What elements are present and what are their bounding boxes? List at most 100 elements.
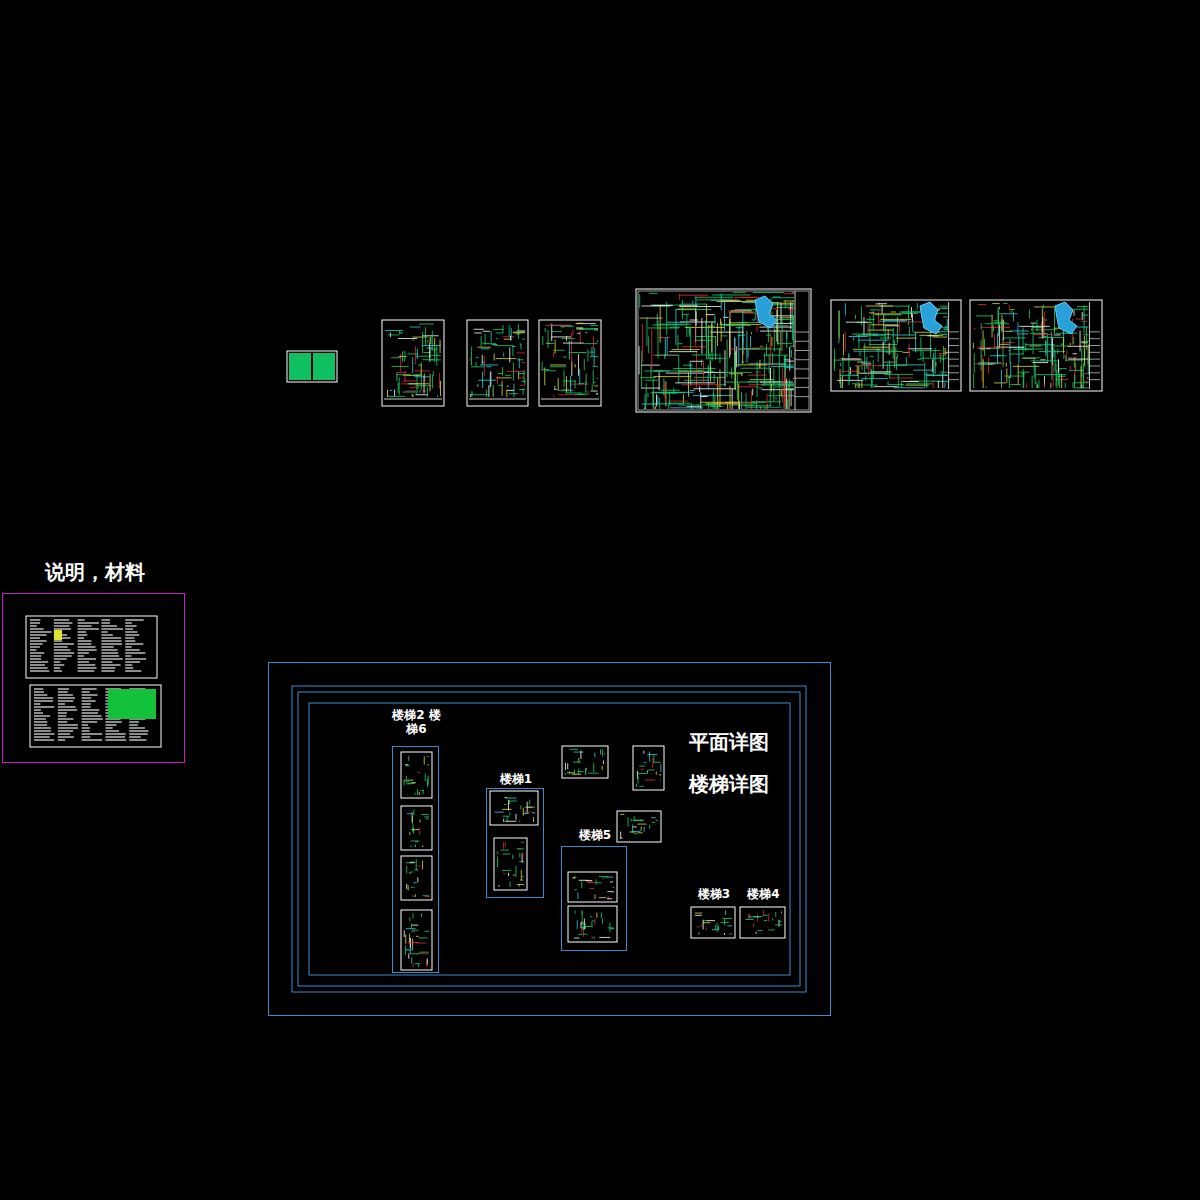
plan-line bbox=[869, 312, 875, 313]
note-line bbox=[125, 661, 140, 662]
plan-line bbox=[601, 913, 602, 918]
note-line bbox=[58, 721, 67, 722]
note-line bbox=[82, 733, 103, 734]
plan-line bbox=[496, 338, 498, 339]
plan-line bbox=[519, 377, 525, 378]
plan-line bbox=[896, 338, 917, 339]
note-line bbox=[58, 712, 67, 713]
plan-line bbox=[888, 329, 889, 339]
note-line bbox=[101, 622, 110, 623]
plan-line bbox=[1074, 374, 1075, 388]
plan-line bbox=[522, 339, 525, 340]
plan-line bbox=[523, 370, 524, 382]
plan-line bbox=[405, 371, 406, 382]
note-line bbox=[30, 640, 47, 641]
plan-line bbox=[570, 376, 571, 393]
plan-line bbox=[1073, 353, 1077, 354]
plan-line bbox=[411, 829, 418, 830]
plan-line bbox=[474, 329, 484, 330]
title-block-row bbox=[949, 352, 959, 353]
plan-line bbox=[574, 889, 577, 890]
plan-line bbox=[763, 915, 767, 916]
plan-line bbox=[974, 353, 975, 373]
note-line bbox=[30, 649, 36, 650]
plan-line bbox=[517, 359, 524, 360]
plan-line bbox=[791, 390, 792, 407]
plan-line bbox=[716, 407, 717, 409]
plan-line bbox=[659, 372, 660, 390]
plan-line bbox=[843, 334, 844, 355]
note-line bbox=[78, 655, 84, 656]
plan-line bbox=[416, 859, 417, 870]
plan-line bbox=[899, 319, 900, 333]
plan-line bbox=[413, 963, 414, 967]
note-line bbox=[125, 634, 139, 635]
plan-line bbox=[594, 919, 595, 925]
plan-line bbox=[973, 343, 974, 349]
plan-line bbox=[873, 360, 874, 379]
plan-line bbox=[1032, 376, 1033, 388]
plan-line bbox=[859, 383, 860, 388]
plan-line bbox=[681, 384, 720, 385]
plan-line bbox=[1076, 319, 1083, 320]
plan-line bbox=[920, 337, 921, 356]
plan-line bbox=[917, 303, 918, 309]
plan-line bbox=[1010, 309, 1015, 310]
note-line bbox=[54, 628, 71, 629]
plan-line bbox=[405, 934, 406, 944]
plan-line bbox=[423, 895, 429, 896]
plan-line bbox=[653, 324, 687, 325]
plan-line bbox=[700, 925, 703, 926]
plan-line bbox=[927, 335, 938, 336]
note-line bbox=[101, 661, 112, 662]
plan-line bbox=[750, 934, 751, 935]
plan-line bbox=[678, 343, 683, 344]
plan-line bbox=[580, 751, 581, 759]
plan-line bbox=[982, 355, 983, 381]
plan-line bbox=[637, 776, 638, 784]
plan-line bbox=[718, 928, 719, 930]
note-line bbox=[82, 736, 91, 737]
plan-line bbox=[477, 384, 478, 386]
plan-line bbox=[692, 354, 719, 355]
note-line bbox=[125, 628, 133, 629]
plan-line bbox=[741, 373, 742, 376]
plan-line bbox=[701, 359, 702, 365]
plan-line bbox=[714, 315, 715, 324]
plan-line bbox=[579, 383, 585, 384]
plan-line bbox=[1065, 383, 1066, 388]
plan-line bbox=[542, 369, 549, 370]
plan-line bbox=[898, 374, 899, 388]
plan-line bbox=[656, 771, 657, 774]
plan-line bbox=[912, 314, 913, 321]
plan-line bbox=[497, 885, 498, 887]
plan-line bbox=[419, 937, 428, 938]
plan-line bbox=[654, 407, 655, 409]
plan-line bbox=[781, 911, 783, 912]
plan-line bbox=[440, 340, 441, 353]
plan-line bbox=[1088, 356, 1089, 375]
plan-line bbox=[694, 377, 725, 378]
sheet-border bbox=[617, 811, 661, 842]
plan-line bbox=[592, 385, 593, 391]
plan-line bbox=[790, 383, 794, 384]
plan-line bbox=[585, 332, 587, 333]
plan-line bbox=[600, 749, 601, 754]
plan-line bbox=[845, 303, 846, 315]
note-line bbox=[101, 655, 119, 656]
plan-line bbox=[413, 827, 414, 833]
title-block bbox=[541, 399, 599, 400]
plan-line bbox=[563, 357, 567, 358]
plan-line bbox=[412, 357, 413, 373]
plan-line bbox=[642, 324, 643, 362]
plan-line bbox=[709, 383, 712, 384]
sheet-border bbox=[467, 320, 528, 406]
plan-line bbox=[868, 361, 869, 375]
plan-line bbox=[1057, 379, 1068, 380]
plan-line bbox=[783, 300, 794, 301]
plan-line bbox=[793, 358, 795, 359]
plan-line bbox=[935, 348, 936, 375]
plan-line bbox=[722, 918, 732, 919]
plan-line bbox=[710, 352, 711, 375]
material-table bbox=[108, 689, 156, 719]
